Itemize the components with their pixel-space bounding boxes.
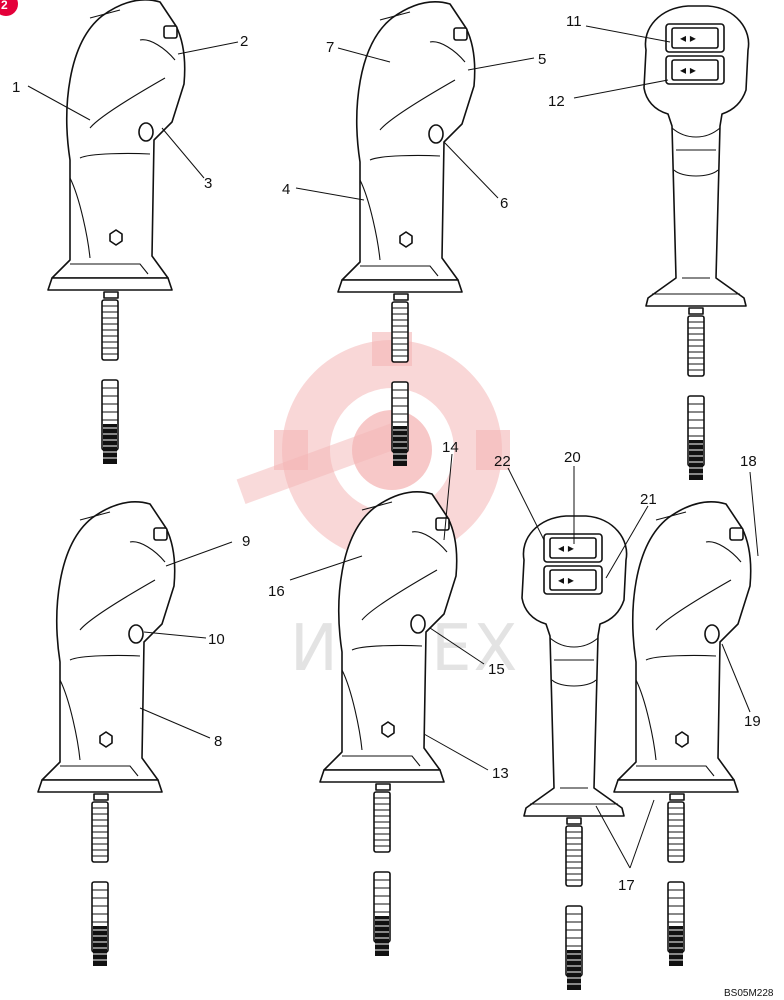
handle-front-view-1	[643, 5, 750, 481]
leader-lines	[27, 25, 759, 869]
callout-14: 14	[442, 439, 459, 456]
callout-12: 12	[548, 93, 565, 110]
callout-5: 5	[538, 51, 546, 68]
handle-side-view-1	[47, 0, 186, 465]
callout-7: 7	[326, 39, 334, 56]
reference-code: BS05M228	[724, 988, 774, 999]
callout-6: 6	[500, 195, 508, 212]
callout-labels: 1 2 3 4 5 6 7 8 9 10 11 12 13 14 15 16 1…	[12, 13, 761, 894]
page-badge: 2	[0, 0, 18, 16]
callout-22: 22	[494, 453, 511, 470]
watermark-logo: ИНТЕХ	[236, 332, 517, 686]
handle-side-view-5	[613, 501, 752, 967]
callout-4: 4	[282, 181, 290, 198]
callout-20: 20	[564, 449, 581, 466]
callout-10: 10	[208, 631, 225, 648]
callout-17: 17	[618, 877, 635, 894]
callout-13: 13	[492, 765, 509, 782]
callout-16: 16	[268, 583, 285, 600]
callout-15: 15	[488, 661, 505, 678]
handle-front-view-2	[521, 515, 628, 991]
callout-9: 9	[242, 533, 250, 550]
handle-side-view-4	[319, 491, 458, 957]
callout-2: 2	[240, 33, 248, 50]
callout-21: 21	[640, 491, 657, 508]
callout-8: 8	[214, 733, 222, 750]
callout-18: 18	[740, 453, 757, 470]
callout-11: 11	[566, 13, 582, 30]
callout-1: 1	[12, 79, 20, 96]
handle-side-view-3	[37, 501, 176, 967]
callout-3: 3	[204, 175, 212, 192]
page-badge-number: 2	[1, 0, 8, 12]
callout-19: 19	[744, 713, 761, 730]
